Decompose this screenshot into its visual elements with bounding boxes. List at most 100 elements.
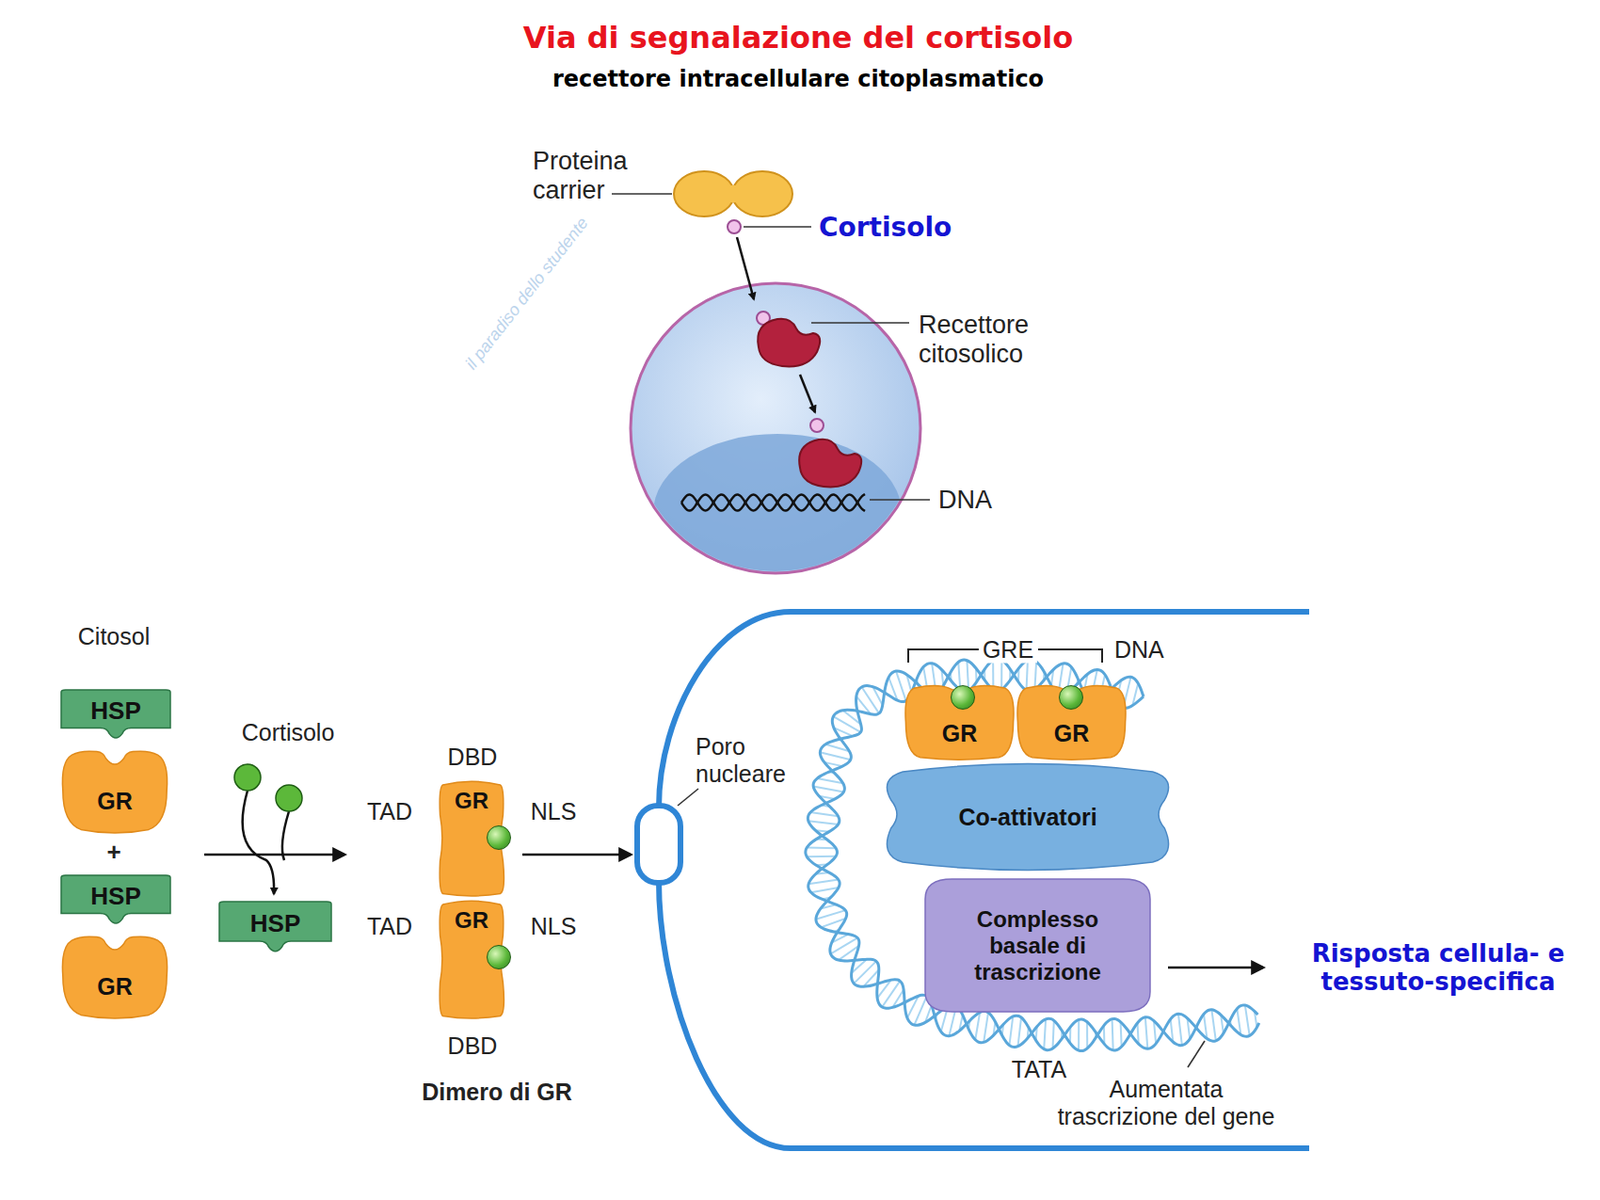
receptor-shape: GR	[1015, 683, 1128, 761]
leader-line	[811, 321, 910, 324]
region-label: Citosol	[78, 623, 150, 651]
cell-nucleus	[653, 433, 902, 592]
helix-strand	[681, 494, 865, 512]
leader-line	[677, 788, 699, 806]
cortisol-ball	[486, 944, 512, 970]
helix-rung	[983, 1012, 989, 1043]
helix-rung	[1145, 1017, 1149, 1050]
part-label: Proteina carrier	[532, 146, 665, 206]
domain-label: NLS	[530, 912, 577, 941]
shape-fill	[62, 751, 167, 833]
helix-rung	[813, 785, 845, 792]
helix-rung	[1053, 1020, 1055, 1049]
helix-rung	[808, 879, 839, 884]
helix-rung	[1026, 659, 1028, 690]
node-text: HSP	[90, 881, 141, 912]
domain-label: DBD	[448, 743, 498, 771]
leader-line	[1187, 1040, 1205, 1068]
part-label: GRE	[978, 636, 1038, 664]
helix-rung	[1043, 1019, 1046, 1050]
helix-strand	[681, 494, 865, 512]
helix-rung	[861, 687, 880, 714]
node-text: GR	[454, 787, 489, 815]
helix-rung	[1211, 1009, 1216, 1041]
domain-label: NLS	[530, 798, 577, 826]
part-label: Poro nucleare	[691, 733, 805, 788]
arrow	[204, 853, 345, 857]
receptor-shape: GR	[435, 899, 508, 1019]
domain-label: TAD	[367, 912, 413, 941]
helix-rung	[1008, 1016, 1013, 1046]
helix-rung	[819, 752, 851, 760]
helix-rung	[1077, 1019, 1080, 1051]
leader-line	[743, 225, 812, 228]
receptor-shape: GR	[58, 748, 172, 833]
curved-arrow	[242, 790, 274, 895]
helix-rung	[1245, 1005, 1250, 1037]
part-label: DNA	[938, 485, 992, 515]
carrier-neck	[719, 185, 748, 203]
helix-rung	[806, 855, 836, 858]
watermark: il paradiso dello studente	[461, 213, 592, 374]
helix-rung	[853, 960, 877, 984]
arrow	[800, 374, 816, 413]
cortisol-ball	[234, 764, 261, 791]
shape-fill	[1017, 685, 1126, 760]
shape-fill	[62, 936, 167, 1019]
domain-label: TAD	[367, 798, 413, 826]
curved-arrow	[282, 811, 289, 861]
cytosolic-receptor	[799, 439, 862, 488]
result-label: Risposta cellula- e tessuto-specifica	[1296, 939, 1580, 996]
part-label: DNA	[1114, 636, 1165, 664]
node-text: GR	[96, 973, 133, 1001]
shape-fill	[219, 901, 332, 952]
nuclear-pore	[637, 805, 681, 883]
cortisol-ball	[1058, 685, 1084, 710]
node-text: HSP	[90, 696, 141, 726]
helix-rung	[806, 847, 836, 850]
node-text: GR	[942, 720, 978, 748]
node-text: GR	[96, 787, 133, 816]
node-text: GR	[454, 907, 489, 934]
subtitle: recettore intracellulare citoplasmatico	[552, 65, 1044, 93]
cytosolic-receptor	[757, 319, 820, 368]
hsp-shape: HSP	[61, 875, 171, 930]
arrow	[522, 853, 631, 857]
helix-rung	[1000, 659, 1003, 689]
cortisol-ball	[486, 825, 512, 850]
part-label: TATA	[1008, 1056, 1071, 1084]
group-label: Dimero di GR	[421, 1078, 573, 1106]
helix-rung	[1178, 1013, 1183, 1046]
helix-rung	[808, 820, 839, 825]
helix-rung	[830, 937, 858, 954]
transcription-complex: Complesso basale di trascrizione	[925, 879, 1151, 1012]
hsp-shape: HSP	[219, 901, 332, 959]
arrow	[1168, 966, 1264, 970]
cortisol-dot	[810, 418, 824, 432]
diagram-title: Via di segnalazione del cortisolo	[523, 19, 1073, 56]
coactivator-shape: Co-attivatori	[879, 760, 1177, 874]
helix-rung	[1120, 1022, 1122, 1048]
shape-fill	[61, 689, 171, 738]
node-text: HSP	[250, 909, 301, 939]
shape-fill	[61, 875, 171, 924]
shape-fill	[905, 685, 1014, 760]
shape-fill	[886, 764, 1168, 871]
node-text: GR	[1054, 720, 1090, 748]
nuclear-envelope	[658, 611, 1310, 1149]
domain-label: DBD	[448, 1032, 498, 1060]
node-text: Complesso basale di trascrizione	[948, 906, 1128, 986]
carrier-protein	[673, 171, 793, 217]
leader-line	[611, 192, 672, 195]
helix-strand	[807, 658, 1258, 1052]
note-label: Aumentata trascrizione del gene	[1051, 1075, 1282, 1131]
node-text: Co-attivatori	[958, 803, 1097, 832]
hsp-shape: HSP	[61, 689, 171, 745]
helix-rung	[992, 659, 994, 689]
part-label: Cortisolo	[241, 719, 336, 747]
shape-fill	[925, 879, 1151, 1012]
helix-strand	[805, 659, 1260, 1051]
helix-rung	[896, 671, 907, 702]
